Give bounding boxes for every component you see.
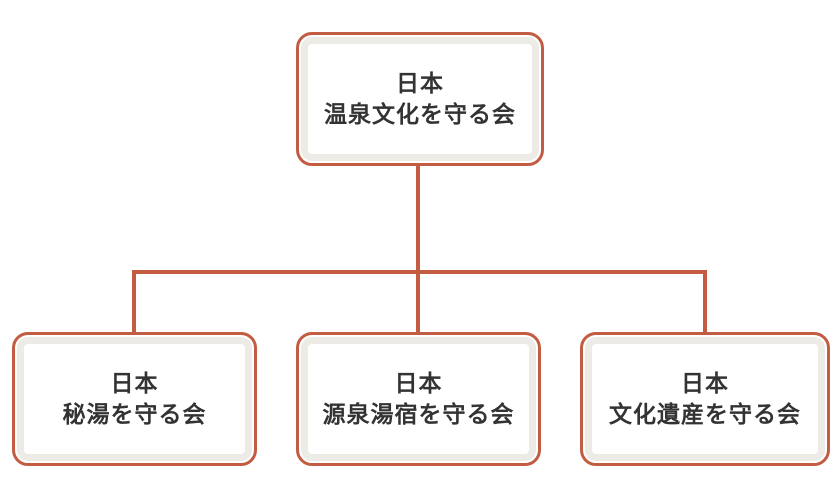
org-box-child-bunkaisan-label: 日本 文化遺産を守る会 [609,368,801,430]
org-box-child-bunkaisan-line2: 文化遺産を守る会 [609,401,801,428]
org-box-child-gensen-line2: 源泉湯宿を守る会 [322,401,515,428]
org-box-child-hitou: 日本 秘湯を守る会 [12,332,257,466]
connector-left-vertical [132,270,136,334]
connector-root-vertical [416,164,420,274]
org-box-child-gensen-line1: 日本 [394,369,443,397]
org-box-child-bunkaisan-line1: 日本 [681,369,729,397]
org-box-child-hitou-line2: 秘湯を守る会 [62,401,207,428]
org-box-root-label: 日本 温泉文化を守る会 [324,68,516,130]
org-box-child-bunkaisan: 日本 文化遺産を守る会 [580,332,830,466]
connector-middle-vertical [416,270,420,334]
org-box-child-gensen-label: 日本 源泉湯宿を守る会 [323,368,515,430]
org-box-root-label-line1: 日本 [396,69,444,97]
org-box-child-hitou-line1: 日本 [110,369,159,397]
org-box-root-label-line2: 温泉文化を守る会 [324,101,516,128]
org-box-root: 日本 温泉文化を守る会 [296,32,544,166]
org-box-child-gensen: 日本 源泉湯宿を守る会 [296,332,541,466]
org-box-child-hitou-label: 日本 秘湯を守る会 [63,368,207,430]
connector-right-vertical [703,270,707,334]
